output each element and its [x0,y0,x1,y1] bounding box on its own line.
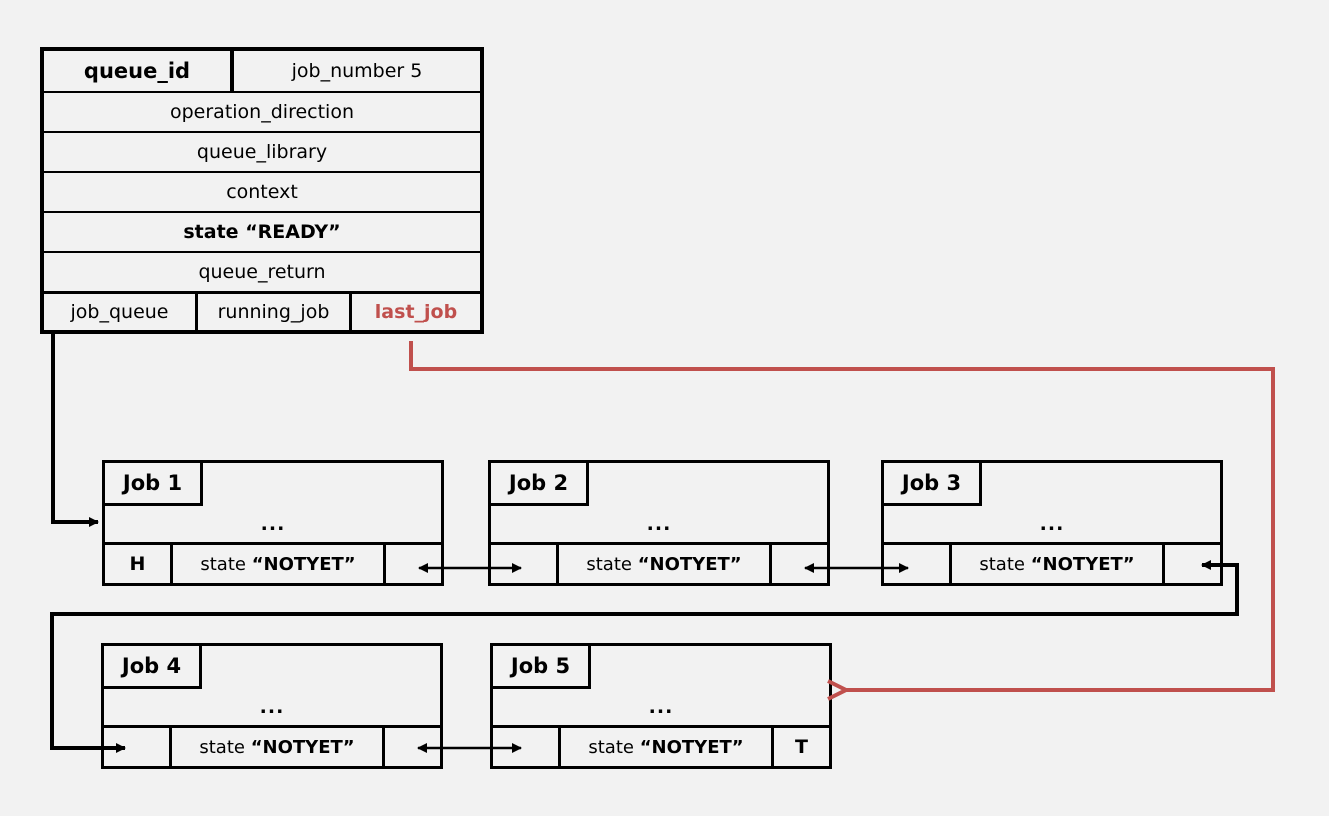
job-title: Job 3 [884,463,982,506]
job-queue-cell: job_queue [44,294,198,330]
queue-library-cell: queue_library [196,141,328,163]
queue-row-header: queue_id job_number 5 [44,51,480,91]
job-number-cell: job_number 5 [291,60,423,82]
link-job3-job4 [50,560,1239,753]
job-ellipsis: ... [646,513,672,535]
divider [44,171,480,173]
divider [44,211,480,213]
divider [44,131,480,133]
queue-id-cell: queue_id [44,51,234,91]
queue-struct: queue_id job_number 5 operation_directio… [40,47,484,334]
state-value: “READY” [245,221,341,243]
divider [44,251,480,253]
divider [44,91,480,93]
state-label: state [183,221,239,243]
context-cell: context [226,181,298,203]
operation-direction-cell: operation_direction [170,101,354,123]
divider [44,291,480,294]
job-title: Job 2 [491,463,589,506]
last-job-cell: last_job [374,301,458,323]
last-job-arrow [409,341,1275,690]
queue-return-cell: queue_return [198,261,326,283]
job-queue-arrow [51,334,99,527]
state-cell: state “READY” [44,213,480,251]
job-ellipsis: ... [260,513,286,535]
running-job-cell: running_job [198,294,352,330]
job-ellipsis: ... [1039,513,1065,535]
job-title: Job 1 [105,463,203,506]
